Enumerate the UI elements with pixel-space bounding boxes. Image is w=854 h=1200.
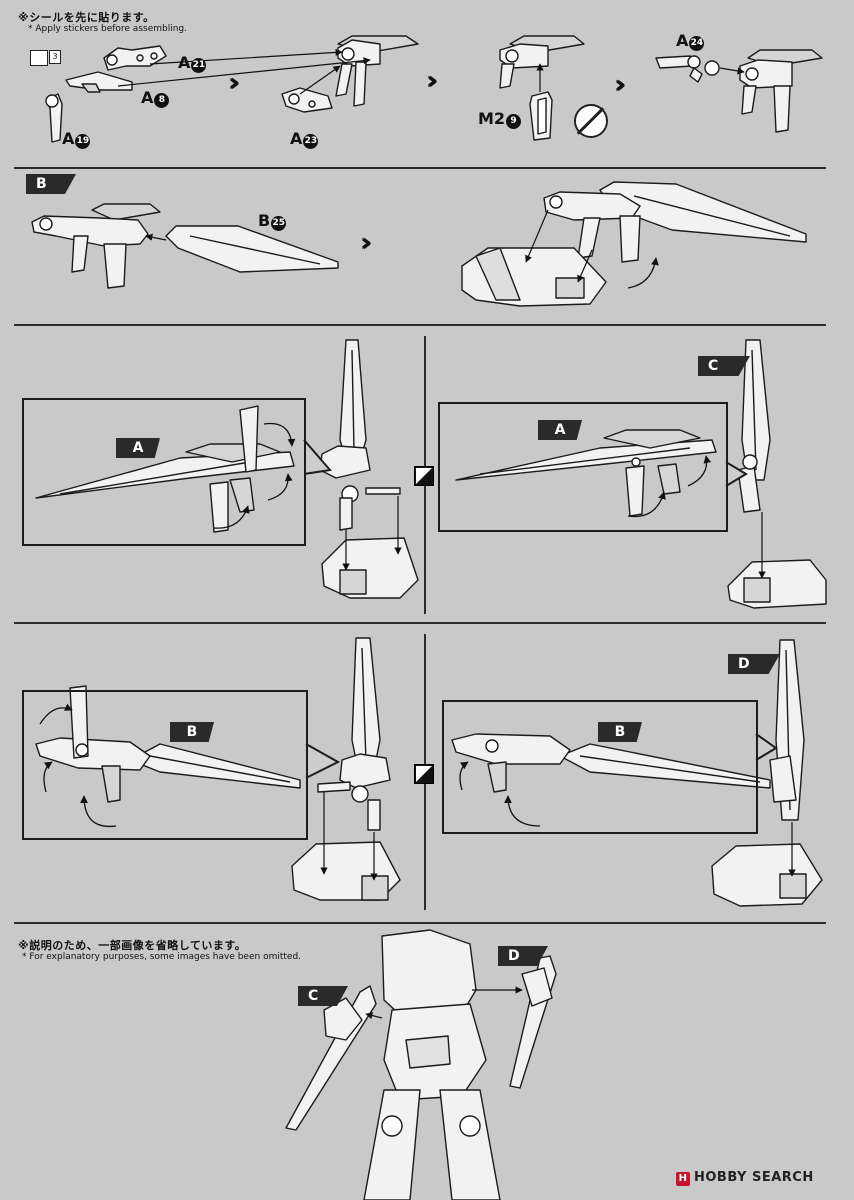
step4-left-weapon [35,685,301,803]
step3-right-forearm [727,559,827,609]
part-a24-drawing [655,55,720,83]
part-letter: A [676,31,689,50]
callout-frame-left-b [22,690,308,840]
part-a8-drawing [65,71,133,93]
step3-left-vertical-weapon [319,339,401,531]
part-b25-blade-drawing [165,225,339,273]
final-tag-d: D [498,946,548,966]
part-number-badge: 24 [689,36,705,51]
part-number-badge: 8 [154,93,170,108]
part-letter: M2 [478,109,506,128]
part-letter: A [290,129,303,148]
final-blade-d [509,955,557,1089]
final-blade-c [285,985,377,1131]
step3-left-weapon [35,405,295,533]
step2-handle-drawing [31,203,161,289]
part-number-badge: 19 [75,134,91,149]
step1-assembly-1 [335,35,419,107]
step4-right-forearm [711,843,823,907]
robot-figure-drawing [363,929,501,1200]
step-tag-c: C [698,356,750,376]
callout-tag-b: B [170,722,214,742]
part-number-badge: 25 [271,216,287,231]
part-number-badge: 21 [191,58,207,73]
final-tag-c: C [298,986,348,1006]
prohibited-icon [574,104,608,138]
sticker-sheet-number: 3 [49,50,61,64]
step4-right-vertical-weapon [769,639,805,821]
step2-forearm [461,247,607,307]
part-m2-9-drawing [529,91,553,141]
step4-right-weapon [451,733,771,793]
step-tag-d: D [728,654,780,674]
swap-variant-icon [414,764,434,784]
part-a21-drawing [103,45,167,71]
next-step-arrow: ›› [614,70,628,100]
sticker-note-jp: ※シールを先に貼ります。 [18,11,155,24]
step-tag-b: B [26,174,76,194]
part-letter: B [258,211,271,230]
step2-assembled-weapon [543,181,807,263]
part-a19-drawing [45,93,63,143]
section-divider [14,324,826,326]
section-divider [14,167,826,169]
omitted-note-jp: ※説明のため、一部画像を省略しています。 [18,939,247,952]
part-number-badge: 23 [303,134,319,149]
next-step-arrow: ›› [228,68,242,98]
step1-assembly-3 [739,49,823,133]
step1-assembly-2 [499,35,585,89]
part-letter: A [178,53,191,72]
callout-frame-right-a [438,402,728,532]
callout-tag-a: A [538,420,582,440]
callout-tag-b: B [598,722,642,742]
part-number-badge: 9 [506,114,522,129]
sticker-note-en: * Apply stickers before assembling. [28,24,187,34]
step3-right-vertical-weapon [737,339,771,513]
callout-tag-a: A [116,438,160,458]
step3-right-weapon [455,429,717,517]
next-step-arrow: ›› [360,228,374,258]
callout-frame-right-b [442,700,758,834]
swap-variant-icon [414,466,434,486]
hobby-search-logo-icon: H [676,1172,690,1186]
hobby-search-watermark: H HOBBY SEARCH [676,1170,814,1186]
part-a23-drawing [281,87,333,113]
next-step-arrow: ›› [426,66,440,96]
watermark-text: HOBBY SEARCH [694,1170,814,1185]
section-divider [14,622,826,624]
step4-left-forearm [291,841,401,901]
callout-frame-left-a [22,398,306,546]
step3-left-forearm [321,537,419,599]
sticker-icon [30,50,48,66]
part-letter: A [62,129,75,148]
omitted-note-en: * For explanatory purposes, some images … [22,952,302,962]
step4-left-vertical-weapon [317,637,391,831]
part-letter: A [141,88,154,107]
section-divider [14,922,826,924]
